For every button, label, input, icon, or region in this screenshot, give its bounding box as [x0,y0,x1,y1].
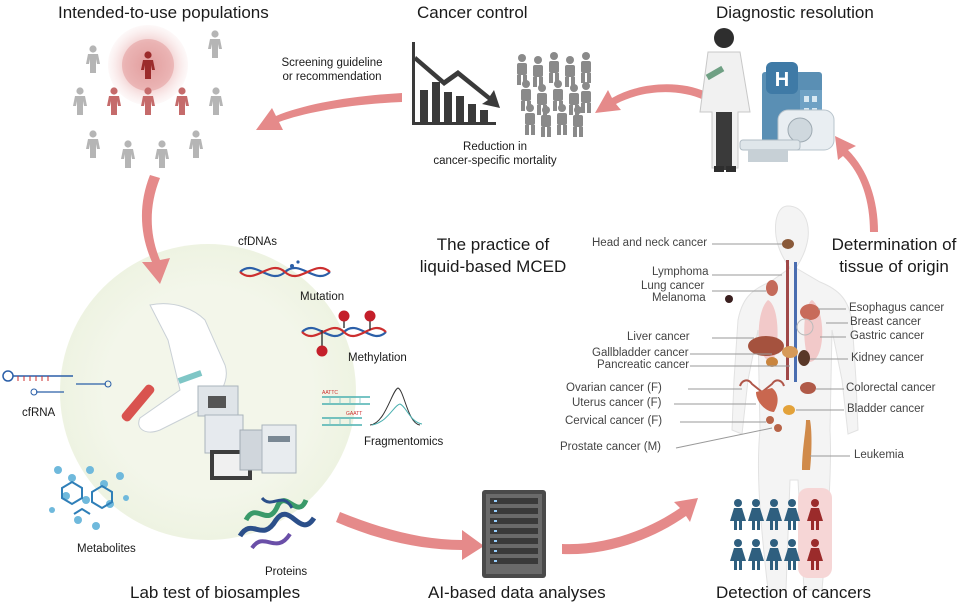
title-detection: Detection of cancers [716,583,871,602]
detection-people-icon [730,488,832,578]
title-lab: Lab test of biosamples [130,583,301,602]
svg-text:GAATT: GAATT [346,411,362,417]
arrow-to-ai [336,512,484,560]
title-cancer-control: Cancer control [417,3,528,22]
label-uterus: Uterus cancer (F) [572,397,662,409]
proteins-icon [237,496,317,550]
reduction-line1: Reduction in [463,141,527,153]
label-ovarian: Ovarian cancer (F) [566,382,662,394]
svg-text:H: H [775,69,789,91]
arrow-to-detection [562,498,698,555]
mutation-label: Mutation [300,291,345,303]
methylation-label: Methylation [348,352,407,364]
cfrna-icon [2,370,112,396]
fragment-sequence-text: AATTC GAATT [322,390,362,417]
workflow-arrows [141,84,878,560]
label-melanoma: Melanoma [652,292,706,304]
fragmentomics-icon [322,387,423,426]
cfrna-label: cfRNA [22,407,56,419]
arrow-to-lab [141,175,170,284]
label-kidney: Kidney cancer [851,352,924,364]
label-breast: Breast cancer [850,316,921,328]
title-populations: Intended-to-use populations [58,3,269,22]
title-diagnostic: Diagnostic resolution [716,3,874,22]
screening-line1: Screening guideline [281,57,383,69]
label-head-neck: Head and neck cancer [592,237,708,249]
arrow-to-populations [256,93,402,130]
organ-leader-lines [674,243,850,457]
diagnostic-illustration [699,28,835,172]
tissue-title: Determination of tissue of origin [820,234,965,278]
label-lymphoma: Lymphoma [652,266,709,278]
label-leukemia: Leukemia [854,449,904,461]
screening-line2: or recommendation [282,71,382,83]
metabolites-label: Metabolites [77,543,136,555]
label-bladder: Bladder cancer [847,403,925,415]
crowd-icon [517,52,591,137]
server-rack-icon [482,490,546,578]
label-prostate: Prostate cancer (M) [560,441,661,453]
reduction-line2: cancer-specific mortality [433,155,557,167]
arrow-to-diagnostic [835,136,878,232]
practice-line2: liquid-based MCED [419,257,567,276]
label-colorectal: Colorectal cancer [846,382,936,394]
fragmentomics-label: Fragmentomics [364,436,444,448]
dna-methylation [301,310,387,357]
practice-line1: The practice of [436,235,550,254]
mortality-chart-icon [412,42,500,125]
populations-illustration [73,25,223,168]
metabolites-icon [49,466,129,530]
cfdnas-label: cfDNAs [238,236,277,248]
label-esophagus: Esophagus cancer [849,302,945,314]
reduction-label: Reduction in cancer-specific mortality [420,140,570,168]
proteins-label: Proteins [265,566,308,578]
title-ai: AI-based data analyses [428,583,606,602]
blood-draw-illustration [121,303,297,480]
tissue-line1: Determination of [831,235,957,254]
practice-title: The practice of liquid-based MCED [408,234,578,278]
label-liver: Liver cancer [627,331,690,343]
arrow-to-cancer-control [595,84,706,113]
label-lung: Lung cancer [641,280,705,292]
svg-text:AATTC: AATTC [322,390,338,396]
label-gallbladder: Gallbladder cancer [592,347,689,359]
label-pancreatic: Pancreatic cancer [597,359,690,371]
label-cervical: Cervical cancer (F) [565,415,663,427]
tissue-line2: tissue of origin [839,257,949,276]
dna-mutation [239,260,331,278]
label-gastric: Gastric cancer [850,330,925,342]
screening-label: Screening guideline or recommendation [277,56,387,84]
hospital-letter: H [775,69,789,91]
